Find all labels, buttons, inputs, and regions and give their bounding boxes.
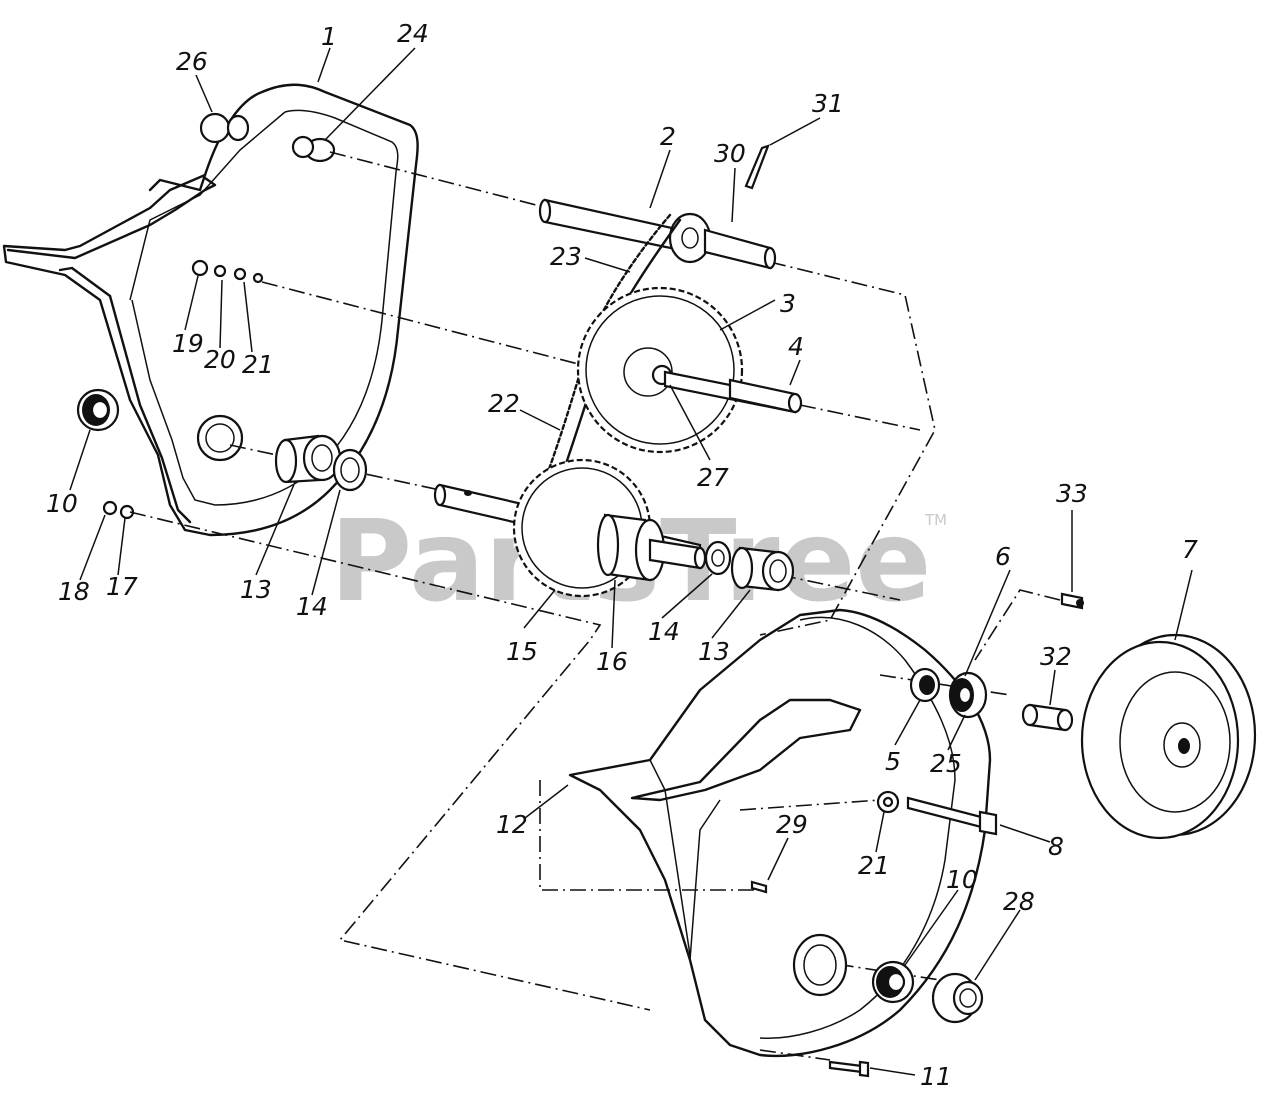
callout-2: 2 (660, 122, 676, 151)
sprocket-3 (576, 286, 744, 454)
spacer-4 (663, 370, 803, 414)
callout-29: 29 (776, 810, 808, 839)
callout-6: 6 (995, 542, 1011, 571)
pulley-7 (1080, 633, 1257, 840)
callout-3: 3 (780, 289, 796, 318)
callout-12: 12 (496, 810, 528, 839)
callout-23: 23 (550, 242, 582, 271)
callout-16: 16 (596, 647, 628, 676)
callout-27: 27 (697, 463, 729, 492)
hub-16 (596, 513, 707, 582)
callout-32: 32 (1040, 642, 1072, 671)
callout-13a: 13 (240, 575, 272, 604)
callout-14b: 14 (648, 617, 680, 646)
leader-lines (69, 47, 1193, 1076)
cap-26 (199, 112, 250, 144)
seal-10-left (76, 388, 120, 432)
watermark-trademark: TM (924, 511, 947, 529)
left-housing (2, 83, 419, 537)
callout-14a: 14 (296, 592, 328, 621)
callout-15: 15 (506, 637, 538, 666)
callout-30: 30 (714, 139, 746, 168)
screw-33 (1060, 592, 1084, 610)
washer-14-left (332, 448, 368, 492)
callout-labels: 1 24 26 2 30 31 23 3 4 19 20 21 22 27 10… (46, 19, 1198, 1091)
washer-14-right (704, 540, 732, 576)
hub-6 (948, 671, 988, 719)
callout-24: 24 (397, 19, 429, 48)
callout-31: 31 (812, 89, 844, 118)
callout-13b: 13 (698, 637, 730, 666)
screw-29 (750, 880, 768, 894)
callout-10b: 10 (946, 865, 978, 894)
nut-washer-17-18 (102, 500, 135, 520)
callout-26: 26 (176, 47, 208, 76)
callout-18: 18 (58, 577, 90, 606)
callout-11: 11 (920, 1062, 952, 1091)
callout-10a: 10 (46, 489, 78, 518)
collar-32 (1021, 703, 1074, 732)
bearing-13-right (730, 546, 795, 592)
screw-11 (828, 1060, 870, 1078)
callout-8: 8 (1048, 832, 1064, 861)
bolt-8 (876, 790, 998, 836)
callout-33: 33 (1056, 479, 1088, 508)
callout-1: 1 (321, 22, 337, 51)
pin-31 (744, 144, 770, 190)
callout-28: 28 (1003, 887, 1035, 916)
callout-17: 17 (106, 572, 138, 601)
callout-22: 22 (488, 389, 520, 418)
callout-25: 25 (930, 749, 962, 778)
callout-7: 7 (1182, 535, 1198, 564)
bearing-5 (909, 667, 941, 703)
callout-4: 4 (788, 332, 804, 361)
callout-19: 19 (172, 329, 204, 358)
right-housing (568, 608, 992, 1058)
seal-10-right (871, 960, 915, 1004)
bearing-13-left (274, 434, 342, 484)
shaft-2 (538, 198, 777, 270)
callout-5: 5 (885, 747, 901, 776)
hardware-19-20-21 (191, 259, 264, 284)
nut-28 (931, 972, 984, 1024)
callout-20: 20 (204, 345, 236, 374)
callout-21b: 21 (858, 851, 890, 880)
callout-21a: 21 (242, 350, 274, 379)
